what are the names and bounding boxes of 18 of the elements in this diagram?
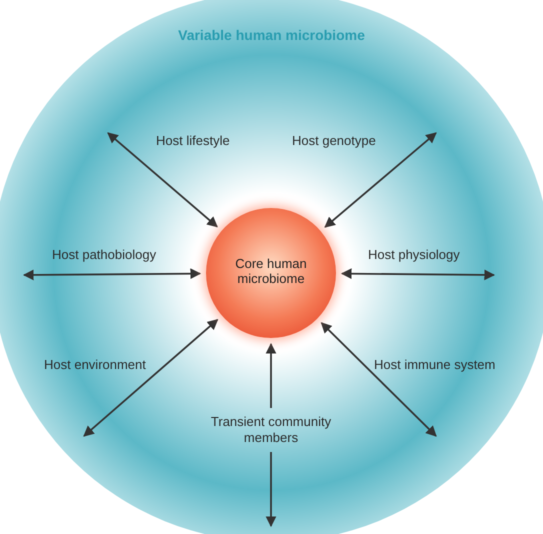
edge-label: Host immune system: [374, 357, 496, 372]
double-arrow: [324, 132, 437, 228]
arrow: [266, 452, 276, 528]
edge-label: Host environment: [44, 357, 146, 372]
circle-label: Core human microbiome: [234, 256, 308, 286]
double-arrow: [340, 268, 496, 280]
edge-label: Host lifestyle: [156, 133, 230, 148]
core-circle: [206, 208, 336, 338]
edge-label: Host physiology: [368, 247, 460, 262]
arrow: [266, 342, 276, 408]
double-arrow: [22, 268, 202, 280]
double-arrow: [83, 319, 218, 437]
caption-text: Transient community members: [196, 414, 346, 446]
edge-label: Host genotype: [292, 133, 376, 148]
region-title: Variable human microbiome: [178, 28, 365, 43]
double-arrow: [320, 322, 437, 437]
edge-label: Host pathobiology: [52, 247, 156, 262]
double-arrow: [107, 132, 218, 228]
